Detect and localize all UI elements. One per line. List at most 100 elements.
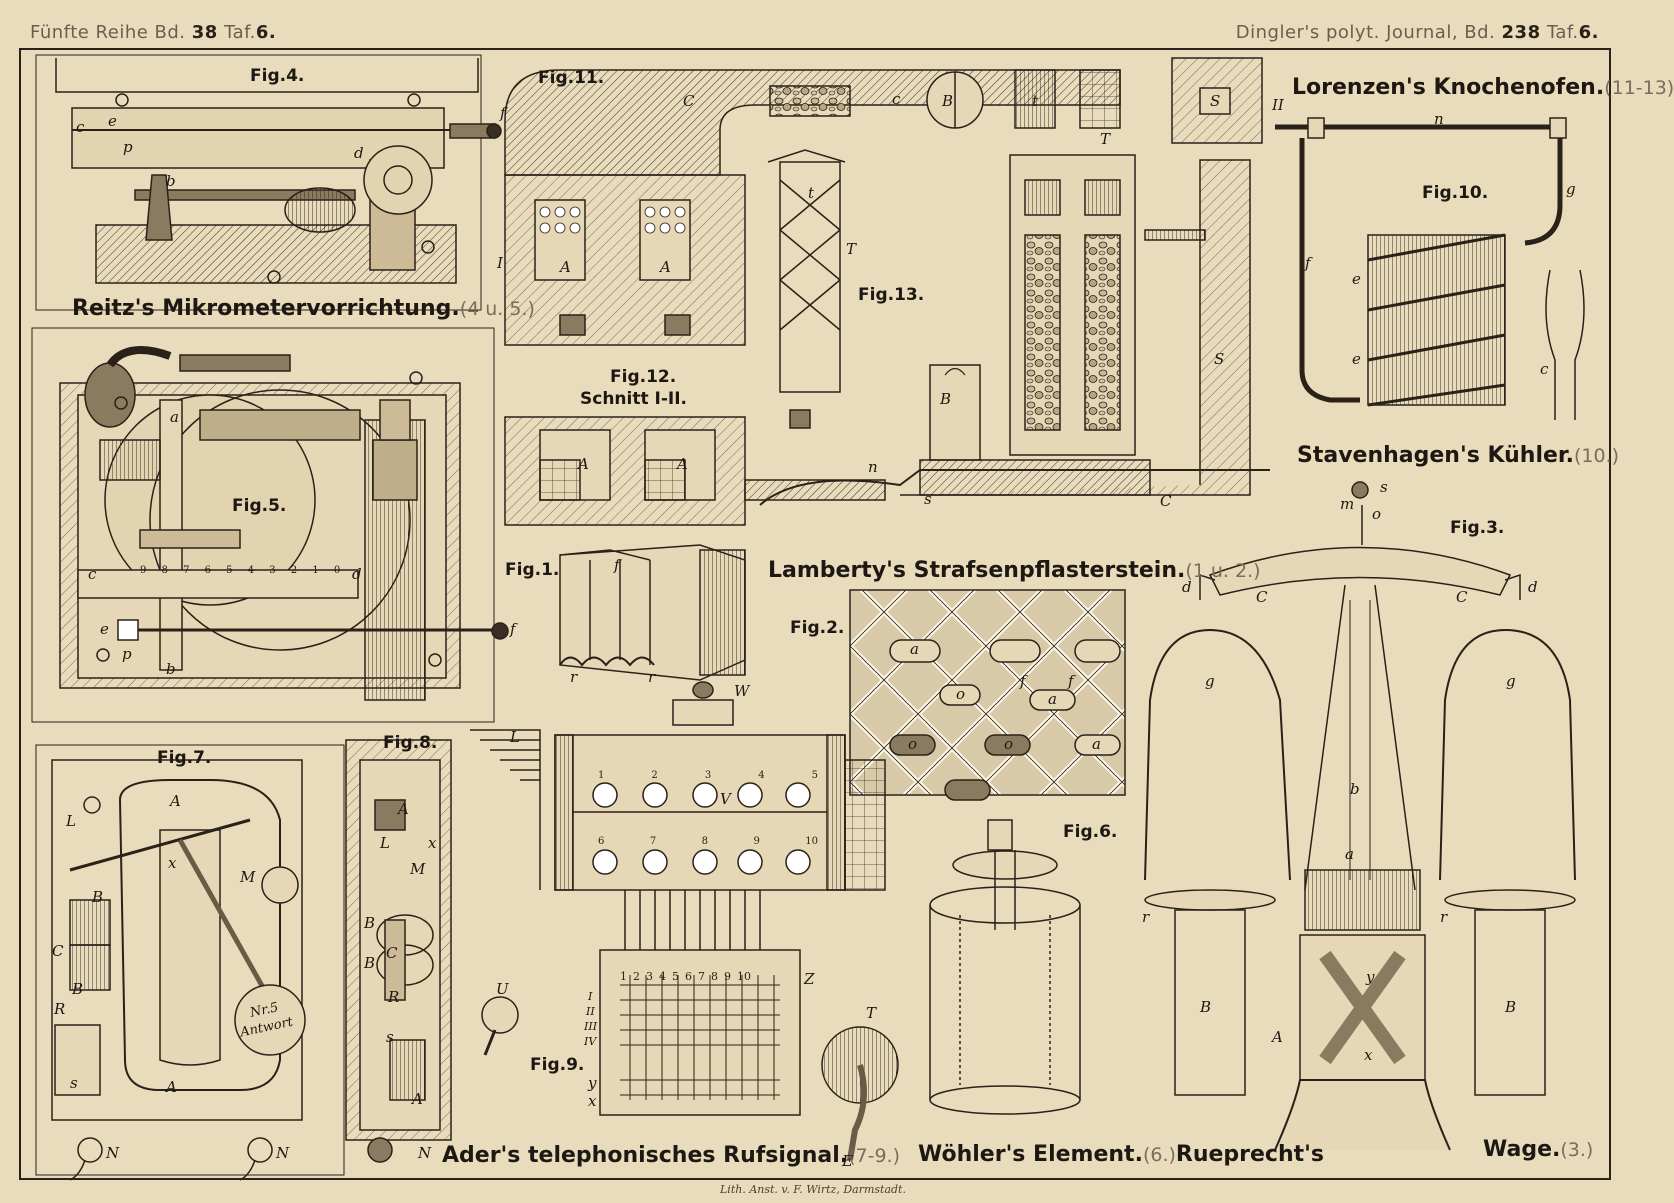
engraving-plate — [19, 48, 1611, 1181]
letter: S — [1214, 350, 1225, 368]
letter: t — [808, 184, 815, 202]
letter: E — [842, 1152, 853, 1170]
letter: s — [70, 1074, 78, 1092]
letter: n — [1434, 110, 1444, 128]
letter: II — [1272, 96, 1284, 114]
title-lorenzen-text: Lorenzen's Knochenofen. — [1292, 75, 1605, 100]
title-reitz-text: Reitz's Mikrometervorrichtung. — [72, 296, 460, 321]
fig3-drawing — [1144, 481, 1576, 1151]
fig9-num: 1 — [620, 970, 627, 983]
letter: L — [510, 728, 520, 746]
fig9-num: 2 — [633, 970, 640, 983]
letter: IV — [584, 1035, 597, 1048]
fig6-drawing — [929, 819, 1081, 1115]
letter: A — [560, 258, 571, 276]
fig2-drawing — [849, 589, 1126, 801]
fig9-key-num: 4 — [758, 770, 765, 781]
letter: e — [1352, 350, 1361, 368]
fig9-num: 8 — [711, 970, 718, 983]
title-ader: Ader's telephonisches Rufsignal.(7-9.) — [442, 1143, 900, 1168]
header-series: Fünfte Reihe Bd. — [30, 22, 186, 43]
letter: s — [386, 1028, 394, 1046]
fig7-label: Fig.7. — [157, 748, 212, 768]
letter: y — [1366, 968, 1375, 986]
letter: A — [412, 1090, 423, 1108]
fig9-key-numbers-top: 1 2 3 4 5 — [598, 770, 818, 781]
title-wage: Wage.(3.) — [1483, 1137, 1593, 1162]
letter: g — [1506, 672, 1516, 690]
letter: B — [942, 92, 954, 110]
fig9-key-num: 9 — [753, 836, 760, 847]
letter: R — [54, 1000, 66, 1018]
letter: C — [1256, 588, 1268, 606]
letter: f — [500, 104, 506, 122]
letter: d — [354, 144, 364, 162]
letter: a — [1092, 735, 1101, 753]
header-taf-right: 6. — [1578, 22, 1599, 43]
fig2-label: Fig.2. — [790, 618, 845, 638]
letter: A — [578, 455, 589, 473]
fig6-label: Fig.6. — [1063, 822, 1118, 842]
letter: N — [418, 1144, 432, 1162]
fig9-key-num: 2 — [651, 770, 658, 781]
title-lamberty-text: Lamberty's Strafsenpflasterstein. — [768, 558, 1186, 583]
letter: c — [88, 565, 97, 583]
fig11-drawing — [504, 57, 1263, 346]
letter: S — [1210, 92, 1221, 110]
letter: g — [1566, 180, 1576, 198]
letter: C — [1456, 588, 1468, 606]
fig9-label: Fig.9. — [530, 1055, 585, 1075]
letter: p — [122, 645, 132, 663]
letter: V — [720, 790, 731, 808]
fig12-sublabel: Schnitt I-II. — [580, 389, 688, 409]
letter: II — [586, 1005, 595, 1018]
fig9-num: 7 — [698, 970, 705, 983]
letter: A — [170, 792, 181, 810]
fig12-label: Fig.12. — [610, 367, 677, 387]
letter: e — [100, 620, 109, 638]
plate-border — [19, 48, 1611, 1180]
letter: y — [588, 1074, 597, 1092]
letter: I — [497, 254, 503, 272]
letter: d — [1182, 578, 1192, 596]
fig9-drawing — [470, 681, 899, 1161]
letter: o — [1372, 505, 1382, 523]
letter: a — [910, 640, 919, 658]
fig9-key-num: 10 — [805, 836, 818, 847]
title-wage-ref: (3.) — [1560, 1139, 1594, 1161]
letter: e — [108, 112, 117, 130]
letter: B — [940, 390, 952, 408]
letter: A — [166, 1078, 177, 1096]
fig5-drawing — [31, 327, 509, 723]
letter: A — [1272, 1028, 1283, 1046]
letter: e — [1352, 270, 1361, 288]
title-lorenzen-ref: (11-13) — [1604, 77, 1674, 99]
fig9-num: 5 — [672, 970, 679, 983]
fig3-label: Fig.3. — [1450, 518, 1505, 538]
letter: b — [1350, 780, 1360, 798]
letter: d — [352, 565, 362, 583]
letter: f — [1305, 254, 1311, 272]
fig9-num: 4 — [659, 970, 666, 983]
letter: C — [683, 92, 695, 110]
letter: B — [1200, 998, 1212, 1016]
letter: a — [170, 408, 179, 426]
title-lamberty: Lamberty's Strafsenpflasterstein.(1 u. 2… — [768, 558, 1261, 583]
lithographer-credit: Lith. Anst. v. F. Wirtz, Darmstadt. — [720, 1183, 906, 1196]
letter: b — [166, 660, 176, 678]
fig5-label: Fig.5. — [232, 496, 287, 516]
letter: III — [584, 1020, 598, 1033]
fig9-num: 10 — [737, 970, 751, 983]
letter: s — [924, 490, 932, 508]
letter: c — [1540, 360, 1549, 378]
fig8-drawing — [345, 739, 452, 1163]
letter: a — [1345, 845, 1354, 863]
letter: x — [428, 834, 437, 852]
letter: U — [496, 980, 509, 998]
fig9-key-num: 7 — [649, 836, 657, 847]
letter: p — [123, 138, 133, 156]
fig7-drawing — [35, 744, 345, 1181]
title-reitz: Reitz's Mikrometervorrichtung.(4 u. 5.) — [72, 296, 535, 321]
letter: n — [868, 458, 878, 476]
letter: Z — [804, 970, 815, 988]
